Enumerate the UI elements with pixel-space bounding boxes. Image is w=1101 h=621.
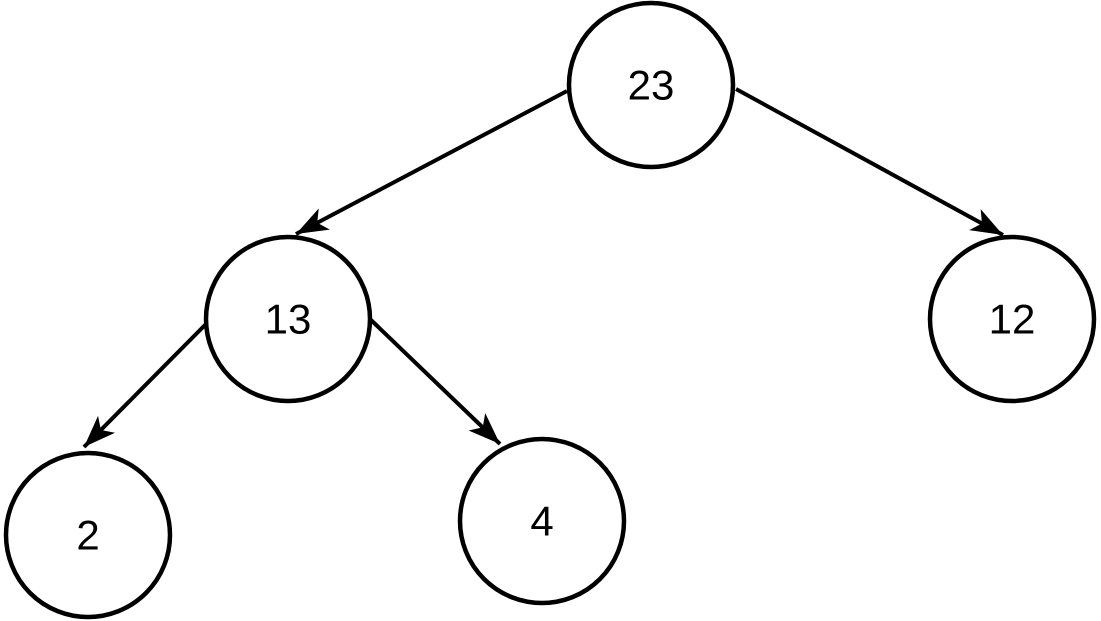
node-circle — [566, 0, 736, 170]
node-label: 12 — [989, 296, 1036, 343]
node-label: 2 — [76, 512, 99, 559]
tree-node-left-right-grandchild: 4 — [457, 436, 627, 606]
tree-node-left-child: 13 — [203, 234, 373, 404]
edge-23-to-13 — [295, 89, 568, 236]
tree-node-right-child: 12 — [927, 234, 1097, 404]
edge-13-to-4 — [369, 318, 502, 446]
edge-13-to-2 — [82, 319, 211, 449]
tree-node-root: 23 — [566, 0, 736, 170]
edge-23-to-12 — [735, 87, 1004, 237]
node-label: 13 — [265, 296, 312, 343]
tree-node-left-left-grandchild: 2 — [3, 450, 173, 620]
node-label: 23 — [628, 62, 675, 109]
node-circle — [457, 436, 627, 606]
node-circle — [927, 234, 1097, 404]
node-label: 4 — [530, 498, 553, 545]
tree-edges — [82, 87, 1004, 449]
node-circle — [203, 234, 373, 404]
node-circle — [3, 450, 173, 620]
